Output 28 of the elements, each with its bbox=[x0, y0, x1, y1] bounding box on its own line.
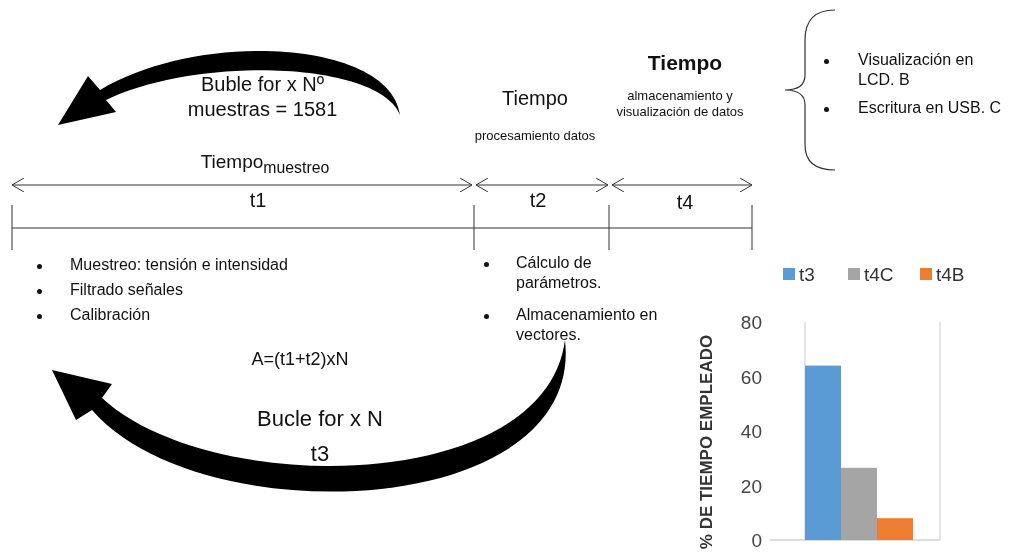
axis-title: % DE TIEMPO EMPLEADO bbox=[697, 334, 716, 550]
list-item: Calibración bbox=[70, 305, 152, 325]
interval-label: t2 bbox=[528, 188, 548, 213]
list-item: Visualización en LCD. B bbox=[858, 50, 975, 90]
interval-label: t3 bbox=[309, 440, 331, 468]
interval-caption: procesamiento datos bbox=[473, 128, 597, 145]
loop-label: Buble for x Nº muestras = 1581 bbox=[186, 72, 339, 122]
interval-caption: almacenamiento y visualización de datos bbox=[615, 88, 745, 121]
interval-label: t4 bbox=[675, 190, 695, 215]
loop-label: Bucle for x N bbox=[256, 405, 384, 433]
interval-label: t1 bbox=[248, 188, 268, 213]
list-item: Almacenamiento en vectores. bbox=[516, 305, 659, 345]
tick-label: 20 bbox=[740, 475, 762, 497]
tick-label: 60 bbox=[740, 366, 762, 388]
interval-title: Tiempo$_{muestreo}$ bbox=[199, 150, 331, 178]
list-item: Muestreo: tensión e intensidad bbox=[70, 255, 289, 275]
legend-label: t4B bbox=[936, 264, 965, 285]
list-item: Cálculo de parámetros. bbox=[516, 253, 603, 293]
list-item: Escritura en USB. C bbox=[858, 98, 1003, 118]
tick-label: 40 bbox=[740, 421, 762, 442]
legend-label: t4C bbox=[864, 264, 894, 285]
interval-title: Tiempo bbox=[646, 50, 724, 76]
legend-label: t3 bbox=[799, 264, 815, 285]
interval-title: Tiempo bbox=[501, 86, 569, 111]
list-item: Filtrado señales bbox=[70, 280, 184, 300]
tick-label: 80 bbox=[740, 312, 762, 333]
formula: A=(t1+t2)xN bbox=[250, 348, 350, 371]
tick-label: 0 bbox=[751, 530, 762, 551]
